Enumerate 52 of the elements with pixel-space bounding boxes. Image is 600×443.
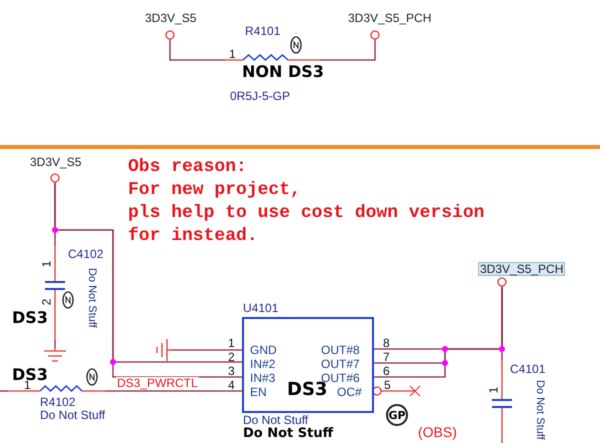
note-text: Obs reason: [128,158,247,176]
note-text: pls help to use cost down version [128,204,484,222]
net-label: 3D3V_S5_PCH [478,262,566,276]
wire [320,40,376,61]
part-note: Do Not Stuff [243,427,334,440]
pin-number: 1 [24,379,31,391]
wire [0,390,8,392]
edge-label: DS3_PWRCTL [116,377,199,389]
wire [501,287,503,360]
pin-number: 1 [228,337,235,349]
part-note: Do Not Stuff [534,380,545,440]
pin-number: 7 [383,351,390,363]
net-label: 3D3V_S5_PCH [348,12,432,24]
pin-number: 4 [228,379,235,391]
variant-label: DS3 [12,310,48,326]
part-label: R4102 [40,396,76,408]
pin-number: 5 [384,379,391,391]
pin-name: EN [250,386,267,398]
part-label: Do Not Stuff [40,409,106,421]
part-label: U4101 [243,302,278,314]
pin-number: 1 [229,48,236,60]
pin-name: GND [250,344,277,356]
pin-name: OUT#7 [321,358,360,370]
note-text: For new project, [128,181,301,199]
pin-number: 1 [487,386,500,394]
pin-name: OC# [337,386,362,398]
part-label: R4101 [245,25,280,37]
note-text: for instead. [128,227,258,245]
pin-number: 1 [40,260,52,268]
variant-label: DS3 [287,381,328,399]
wire [54,340,56,348]
part-label: C4102 [68,248,104,260]
wire [171,349,243,351]
status-note: (OBS) [418,425,457,439]
net-label: 3D3V_S5 [145,12,196,24]
gp-mark: GP [386,404,408,426]
part-label: Do Not Stuff [243,414,308,426]
part-label: 0R5J-5-GP [230,90,290,102]
pin-name: IN#2 [250,358,276,370]
pin-number: 2 [40,298,52,306]
pin-number: 3 [228,365,235,377]
pin-number: 6 [383,365,390,377]
variant-label: NON DS3 [242,64,324,80]
wire [105,390,243,392]
net-label: 3D3V_S5 [30,156,82,168]
part-note: Do Not Stuff [86,268,97,328]
part-label: C4101 [510,363,546,375]
pin-name: OUT#8 [321,344,360,356]
wire [169,40,225,61]
pin-name: IN#3 [250,372,276,384]
pin-number: 2 [228,351,235,363]
pin-number: 8 [383,337,390,349]
